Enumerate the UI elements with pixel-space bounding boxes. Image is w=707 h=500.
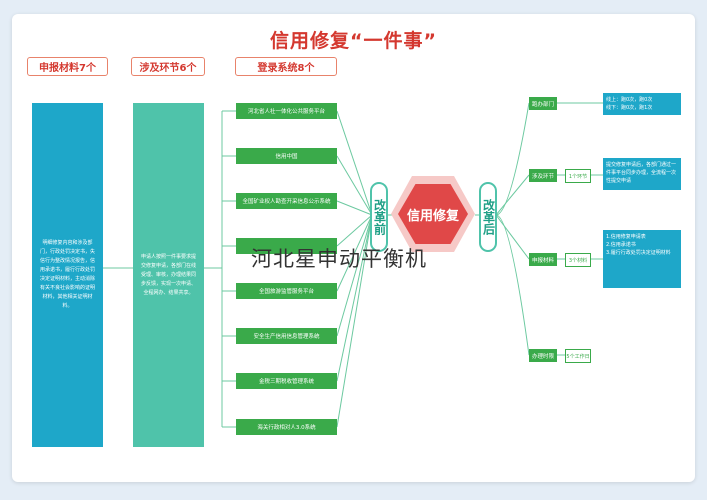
header-links: 涉及环节6个 <box>131 57 205 76</box>
before-reform-text: 改革前 <box>372 199 387 235</box>
system-box: 金税三期税收管理系统 <box>236 373 337 389</box>
system-box: 安全生产信用信息管理系统 <box>236 328 337 344</box>
watermark-text: 河北星申动平衡机 <box>251 247 427 271</box>
links-text: 申请人按照一件事要求提交修复申请，各部门在线受理、审核，办理结果同步反馈，实现一… <box>140 253 196 296</box>
after-value: 1个环节 <box>565 169 591 183</box>
system-box: 河北省人社一体化公共服务平台 <box>236 103 337 119</box>
system-box: 信用中国 <box>236 148 337 164</box>
after-reform-text: 改革后 <box>481 199 496 235</box>
after-node: 申报材料 <box>529 253 557 266</box>
after-node: 涉及环节 <box>529 169 557 182</box>
links-column: 申请人按照一件事要求提交修复申请，各部门在线受理、审核，办理结果同步反馈，实现一… <box>133 103 204 447</box>
materials-column: 明细修复内容和涉及部门，行政处罚决定书，失信行为整改情况报告，信用承诺书，履行行… <box>32 103 103 447</box>
after-value: 3个材料 <box>565 253 591 267</box>
after-desc: 1.信用修复申请表 2.信用承诺书 3.履行行政处罚决定证明材料 <box>603 230 681 288</box>
after-node: 跑办部门 <box>529 97 557 110</box>
after-reform-label: 改革后 <box>479 182 497 252</box>
center-label: 信用修复 <box>406 208 459 224</box>
background-card <box>12 14 695 482</box>
system-box <box>236 238 337 254</box>
page-title: 信用修复“一件事” <box>270 30 437 52</box>
system-box: 全国旅游监管服务平台 <box>236 283 337 299</box>
before-reform-label: 改革前 <box>370 182 388 252</box>
after-value: 5个工作日 <box>565 349 591 363</box>
system-box: 全国矿业权人勘查开采信息公示系统 <box>236 193 337 209</box>
materials-text: 明细修复内容和涉及部门，行政处罚决定书，失信行为整改情况报告，信用承诺书，履行行… <box>39 240 95 309</box>
header-materials: 申报材料7个 <box>27 57 108 76</box>
after-desc: 线上：跑0次，跑0次 线下：跑0次，跑1次 <box>603 93 681 115</box>
system-box: 海关行政相对人3.0系统 <box>236 419 337 435</box>
after-desc: 提交修复申请后，各部门通过一件事平台同步办理，全流程一次性提交申请 <box>603 158 681 190</box>
after-node: 办理时限 <box>529 349 557 362</box>
header-systems: 登录系统8个 <box>235 57 337 76</box>
